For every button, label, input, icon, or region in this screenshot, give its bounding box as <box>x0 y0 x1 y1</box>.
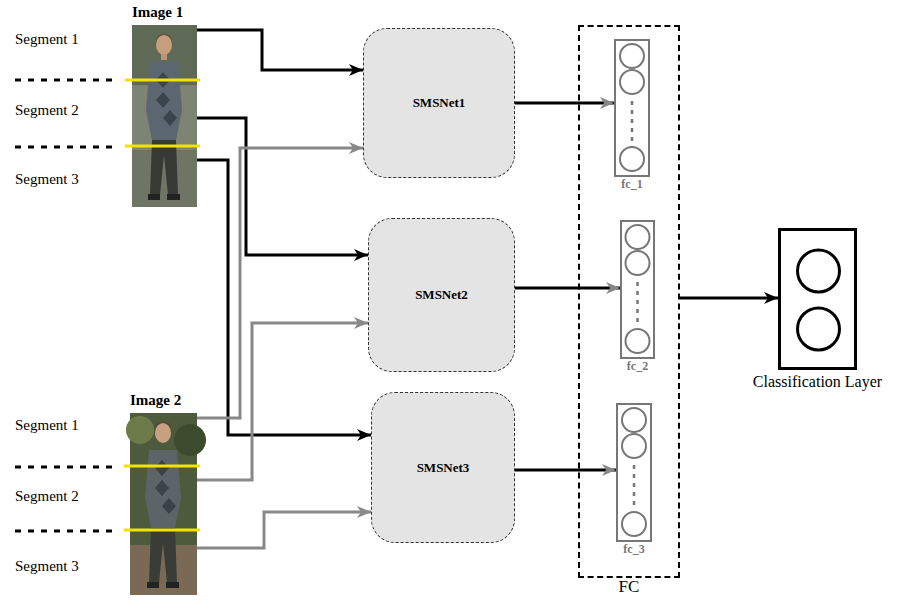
classification-layer: Classification Layer <box>778 228 857 370</box>
connector-arrow <box>680 297 778 300</box>
person-sweater <box>146 62 182 140</box>
photo-background <box>132 25 197 207</box>
connector-arrow <box>515 469 616 472</box>
separator-line <box>15 466 112 469</box>
person-head <box>155 423 171 443</box>
connector-arrow <box>515 287 620 290</box>
cut-line <box>124 529 200 532</box>
person-shoe <box>167 194 180 200</box>
neuron-drawing <box>622 222 653 357</box>
ellipsis-line <box>636 282 639 323</box>
neuron <box>620 147 644 171</box>
fc-group: FCfc_1fc_2fc_3 <box>578 25 680 578</box>
person-trousers <box>150 140 178 195</box>
connector-arrow <box>197 30 363 70</box>
output-neuron <box>798 250 840 292</box>
cut-line <box>125 145 200 148</box>
input-image: Image 1 <box>132 25 197 207</box>
subnetwork-box: SMSNet3 <box>371 392 515 543</box>
output-neuron <box>798 308 840 350</box>
node-label: SMSNet3 <box>417 460 470 476</box>
separator-line <box>15 530 112 533</box>
ellipsis-line <box>633 465 636 506</box>
segment-cut-lines <box>124 80 200 530</box>
input-image: Image 2 <box>130 413 197 595</box>
node-label: Image 1 <box>132 4 183 21</box>
person-photo <box>132 25 197 207</box>
fc-layer: fc_1 <box>614 39 650 177</box>
connector-arrow <box>515 102 614 105</box>
node-label: SMSNet2 <box>415 287 468 303</box>
connector-arrow <box>197 512 371 548</box>
photo-ground <box>130 545 197 595</box>
person-neck <box>161 54 167 60</box>
segment-label: Segment 3 <box>15 558 79 575</box>
person-trousers <box>149 528 177 583</box>
neuron <box>622 434 646 458</box>
neuron <box>622 408 646 432</box>
neuron <box>620 70 644 94</box>
segment-label: Segment 1 <box>15 417 79 434</box>
neuron <box>626 225 650 249</box>
person-hair <box>156 34 172 41</box>
segment-label: Segment 2 <box>15 488 79 505</box>
node-label: Classification Layer <box>753 373 882 391</box>
node-label: FC <box>619 577 640 597</box>
person-sweater <box>145 450 181 528</box>
neuron-drawing <box>618 405 650 540</box>
node-label: Image 2 <box>130 392 181 409</box>
photo-tree <box>174 424 206 456</box>
sweater-pattern <box>155 460 176 514</box>
cut-line <box>124 465 200 468</box>
person-hair <box>155 422 171 429</box>
person-photo <box>126 413 206 595</box>
neuron-drawing <box>616 41 648 175</box>
fc-layer: fc_3 <box>616 403 652 542</box>
ellipsis-line <box>631 101 634 141</box>
segment-label: Segment 2 <box>15 102 79 119</box>
node-label: fc_3 <box>623 542 644 557</box>
neuron <box>626 329 650 353</box>
connector-arrow <box>197 148 363 418</box>
separator-line <box>15 79 112 82</box>
neuron <box>626 251 650 275</box>
separator-line <box>15 146 112 149</box>
connector-arrow <box>197 118 368 255</box>
person-shoe <box>147 582 159 588</box>
connector-arrow <box>197 323 368 480</box>
subnetwork-box: SMSNet2 <box>368 218 515 372</box>
fc-layer: fc_2 <box>620 220 655 359</box>
segment-separators <box>15 80 112 531</box>
neuron <box>622 512 646 536</box>
subnetwork-box: SMSNet1 <box>363 28 515 178</box>
segment-label: Segment 1 <box>15 31 79 48</box>
node-label: fc_1 <box>621 177 642 192</box>
cut-line <box>125 79 200 82</box>
person-shoe <box>166 582 179 588</box>
connector-arrow <box>197 160 371 435</box>
person-shoe <box>148 194 160 200</box>
photo-tree <box>126 416 154 444</box>
person-head <box>156 35 172 55</box>
node-label: fc_2 <box>627 359 648 374</box>
node-label: SMSNet1 <box>413 95 466 111</box>
segment-label: Segment 3 <box>15 171 79 188</box>
neuron <box>620 44 644 68</box>
neuron-drawing <box>781 231 856 369</box>
